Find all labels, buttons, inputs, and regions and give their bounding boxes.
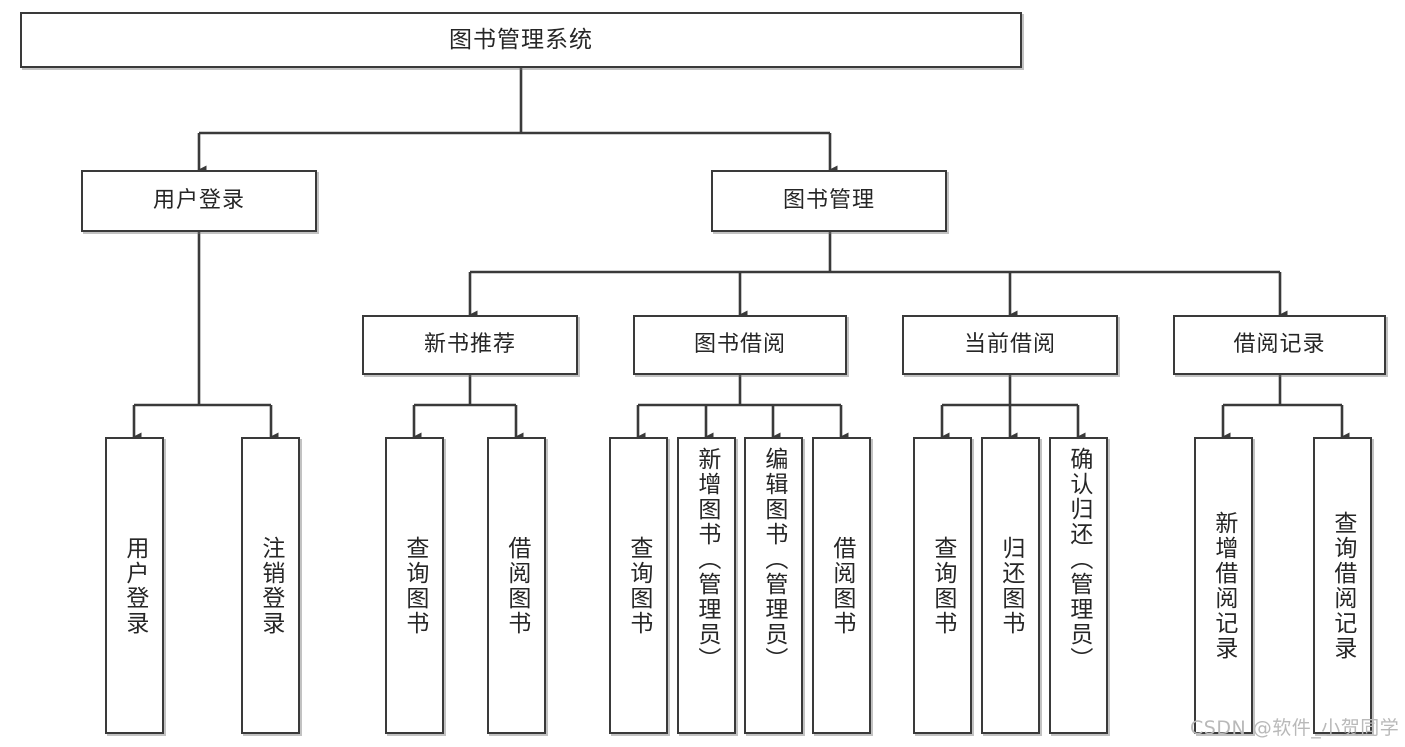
- node-current-borrow[interactable]: 当前借阅: [902, 315, 1118, 375]
- node-label: 当前借阅: [963, 332, 1056, 358]
- leaf-new-book-borrow[interactable]: 借阅图书: [487, 437, 546, 734]
- node-label: 新书推荐: [423, 332, 516, 358]
- node-book-borrow[interactable]: 图书借阅: [633, 315, 847, 375]
- node-new-book-recommend[interactable]: 新书推荐: [362, 315, 578, 375]
- leaf-label: 查询借阅记录: [1329, 510, 1356, 661]
- leaf-label: 新增图书（管理员）: [693, 447, 720, 672]
- leaf-borrow-edit-book[interactable]: 编辑图书（管理员）: [744, 437, 803, 734]
- leaf-label: 注销登录: [257, 535, 284, 636]
- node-label: 图书管理系统: [449, 26, 593, 53]
- leaf-current-return-book[interactable]: 归还图书: [981, 437, 1040, 734]
- leaf-label: 查询图书: [929, 535, 956, 636]
- node-borrow-records[interactable]: 借阅记录: [1173, 315, 1386, 375]
- leaf-label: 用户登录: [121, 535, 148, 636]
- leaf-label: 编辑图书（管理员）: [760, 447, 787, 672]
- leaf-label: 借阅图书: [503, 535, 530, 636]
- leaf-label: 确认归还（管理员）: [1065, 447, 1092, 672]
- leaf-records-add-record[interactable]: 新增借阅记录: [1194, 437, 1253, 734]
- leaf-label: 归还图书: [997, 535, 1024, 636]
- node-book-management[interactable]: 图书管理: [711, 170, 947, 232]
- leaf-label: 查询图书: [625, 535, 652, 636]
- leaf-borrow-borrow-book[interactable]: 借阅图书: [812, 437, 871, 734]
- node-label: 图书管理: [782, 188, 875, 214]
- leaf-current-query-book[interactable]: 查询图书: [913, 437, 972, 734]
- leaf-user-login-login[interactable]: 用户登录: [105, 437, 164, 734]
- leaf-label: 查询图书: [401, 535, 428, 636]
- leaf-label: 借阅图书: [828, 535, 855, 636]
- leaf-current-confirm-return[interactable]: 确认归还（管理员）: [1049, 437, 1108, 734]
- watermark: CSDN @软件_小贺同学: [1190, 717, 1400, 739]
- node-user-login[interactable]: 用户登录: [81, 170, 317, 232]
- leaf-new-book-query[interactable]: 查询图书: [385, 437, 444, 734]
- leaf-borrow-query-book[interactable]: 查询图书: [609, 437, 668, 734]
- node-label: 借阅记录: [1233, 332, 1326, 358]
- node-root-system[interactable]: 图书管理系统: [20, 12, 1022, 68]
- leaf-borrow-add-book[interactable]: 新增图书（管理员）: [677, 437, 736, 734]
- node-label: 用户登录: [152, 188, 245, 214]
- leaf-label: 新增借阅记录: [1210, 510, 1237, 661]
- node-label: 图书借阅: [693, 332, 786, 358]
- leaf-user-login-logout[interactable]: 注销登录: [241, 437, 300, 734]
- leaf-records-query-record[interactable]: 查询借阅记录: [1313, 437, 1372, 734]
